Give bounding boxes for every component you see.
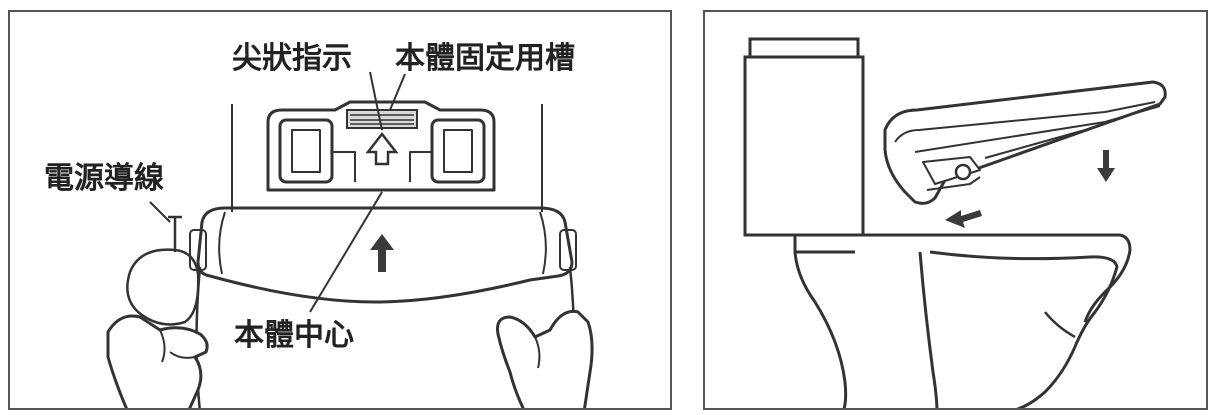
label-body-fixing-slot: 本體固定用槽 <box>395 41 575 76</box>
toilet-bowl <box>745 233 1132 408</box>
right-diagram-svg <box>743 37 1167 408</box>
arrow-left <box>945 210 982 228</box>
lift-arrow-up <box>370 234 394 272</box>
label-power-cord: 電源導線 <box>44 161 164 196</box>
left-diagram-svg: 尖狀指示 本體固定用槽 電源導線 本體中心 <box>44 41 594 408</box>
pointer-indicator-mark <box>365 131 399 166</box>
right-diagram-panel <box>703 10 1208 410</box>
leader-lines <box>149 71 543 313</box>
toilet-tank <box>743 37 865 237</box>
toilet-seat-unit <box>883 80 1167 205</box>
power-cord <box>126 215 200 326</box>
fixing-slot <box>346 109 418 129</box>
left-diagram-panel: 尖狀指示 本體固定用槽 電源導線 本體中心 <box>8 10 672 410</box>
label-pointer-indicator: 尖狀指示 <box>232 41 352 76</box>
arrow-down <box>1097 150 1115 182</box>
label-body-center: 本體中心 <box>234 318 354 353</box>
mounting-base-plate <box>266 100 496 192</box>
right-hand <box>496 309 594 408</box>
left-hand <box>106 314 209 408</box>
